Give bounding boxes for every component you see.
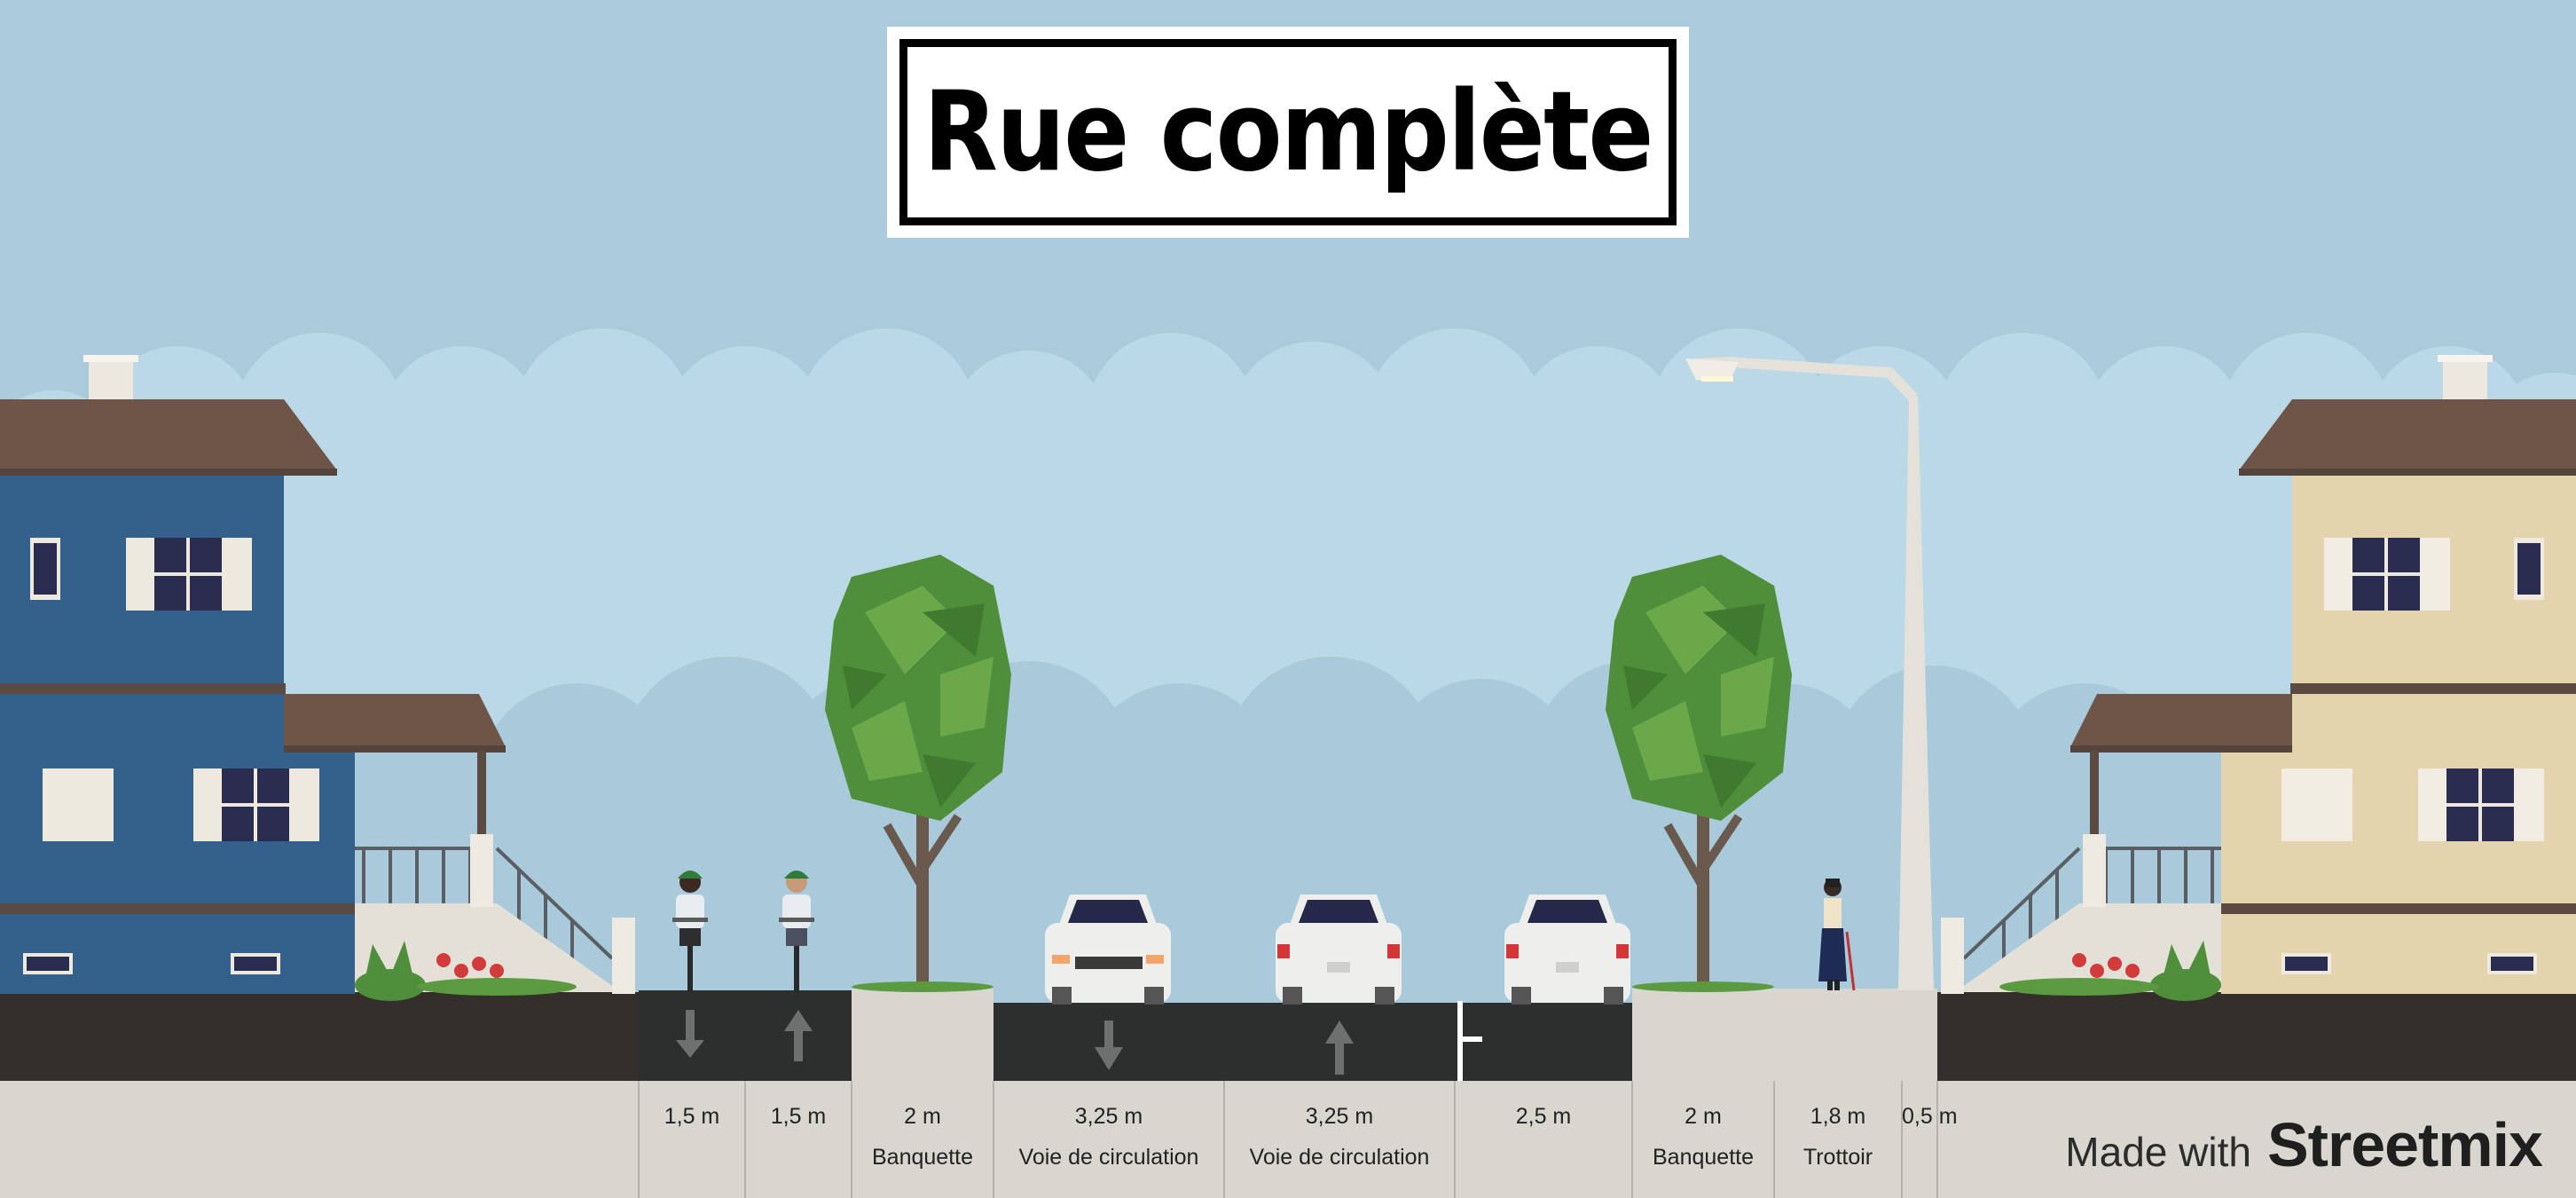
street-title[interactable]: Rue complète <box>923 68 1653 196</box>
parking-tick <box>1463 1036 1482 1042</box>
segment-width: 3,25 m <box>1074 1104 1143 1129</box>
segment-divider <box>851 1081 852 1198</box>
segment-divider <box>1454 1081 1456 1198</box>
segment-divider <box>993 1081 994 1198</box>
streetmix-logo: Streetmix <box>2266 1110 2543 1179</box>
segment-divider <box>1631 1081 1633 1198</box>
bush-left <box>355 941 577 1001</box>
cyclist-1 <box>672 871 708 992</box>
segment-width: 1,8 m <box>1810 1104 1866 1129</box>
segment-travel-lane-up[interactable]: 3,25 m Voie de circulation <box>1224 1081 1455 1198</box>
sign-border: Rue complète <box>899 39 1677 225</box>
parking-line <box>1457 1001 1463 1081</box>
pedestrian <box>1818 879 1856 991</box>
ground-left <box>0 992 639 1081</box>
segment-buffer-right[interactable]: 2 m Banquette <box>1632 1081 1774 1198</box>
bush-right <box>1999 941 2221 1001</box>
segment-buffer-left[interactable]: 2 m Banquette <box>852 1081 993 1198</box>
segment-sidewalk[interactable]: 1,8 m Trottoir <box>1774 1081 1902 1198</box>
segment-divider <box>1773 1081 1775 1198</box>
segment-parking[interactable]: 2,5 m <box>1455 1081 1632 1198</box>
segment-travel-lane-down[interactable]: 3,25 m Voie de circulation <box>993 1081 1224 1198</box>
segment-name: Voie de circulation <box>1018 1145 1199 1170</box>
car-parked <box>1504 895 1630 1005</box>
bike-lanes <box>639 990 852 1081</box>
tree-right <box>1606 555 1792 992</box>
cyclist-2 <box>779 871 814 992</box>
street-title-sign[interactable]: Rue complète <box>887 27 1689 238</box>
credit-prefix: Made with <box>2065 1129 2251 1175</box>
streetmix-credit[interactable]: Made with Streetmix <box>2065 1109 2543 1180</box>
buffer-right <box>1632 989 1937 1081</box>
segment-bike-lane-up[interactable]: 1,5 m <box>745 1081 852 1198</box>
segment-width: 2 m <box>904 1104 941 1129</box>
segment-width: 2,5 m <box>1515 1104 1572 1129</box>
segment-name: Banquette <box>872 1145 973 1170</box>
arrow-up-icon <box>1325 1021 1354 1075</box>
arrow-up-icon <box>784 1010 813 1061</box>
segment-name: Voie de circulation <box>1249 1145 1430 1170</box>
segment-divider <box>1936 1081 1938 1198</box>
arrow-down-icon <box>1095 1021 1123 1070</box>
segment-bike-lane-down[interactable]: 1,5 m <box>639 1081 745 1198</box>
parking-lane <box>1464 1003 1632 1081</box>
street-lamp <box>1685 356 1934 990</box>
segment-width: 0,5 m <box>1902 1104 1958 1129</box>
car-front <box>1045 895 1171 1005</box>
segment-name: Banquette <box>1653 1145 1754 1170</box>
buffer-left <box>852 989 993 1081</box>
segment-width: 1,5 m <box>770 1104 827 1129</box>
segment-width: 3,25 m <box>1305 1104 1374 1129</box>
segment-width: 1,5 m <box>664 1104 720 1129</box>
tree-left <box>825 555 1011 992</box>
segment-divider <box>638 1081 640 1198</box>
label-band <box>0 1081 2576 1198</box>
segment-width: 2 m <box>1685 1104 1722 1129</box>
car-rear <box>1276 895 1402 1005</box>
segment-divider <box>1901 1081 1903 1198</box>
arrow-down-icon <box>676 1010 704 1058</box>
segment-labels: 1,5 m 1,5 m 2 m Banquette 3,25 m Voie de… <box>0 1081 2576 1198</box>
segment-name: Trottoir <box>1802 1145 1873 1170</box>
segment-divider <box>1223 1081 1225 1198</box>
house-right <box>1941 355 2576 994</box>
segment-lamp-strip[interactable]: 0,5 m <box>1902 1081 1958 1198</box>
ground-right <box>1937 992 2576 1081</box>
house-left <box>0 355 635 994</box>
segment-divider <box>744 1081 746 1198</box>
